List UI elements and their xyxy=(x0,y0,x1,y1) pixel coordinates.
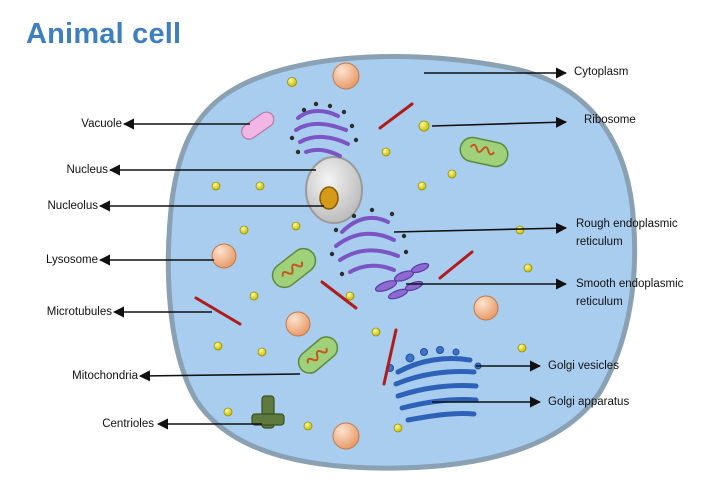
label-cytoplasm: Cytoplasm xyxy=(574,66,629,78)
vacuole xyxy=(241,111,275,140)
label-ribosome: Ribosome xyxy=(584,114,636,126)
microtubules xyxy=(194,102,474,386)
rough-er-top-ribosomes xyxy=(289,101,359,155)
label-rough-er-line1: Rough endoplasmic xyxy=(576,218,678,230)
pointer-lines-right xyxy=(393,67,568,408)
mitochondrion-2 xyxy=(271,247,317,289)
rough-er xyxy=(334,215,400,274)
label-golgi-apparatus: Golgi apparatus xyxy=(548,396,630,408)
mitochondrion-3 xyxy=(297,336,339,374)
label-centrioles: Centrioles xyxy=(102,418,154,430)
lysosomes xyxy=(211,62,499,450)
pointer-lines-left xyxy=(98,118,324,430)
label-smooth-er-line1: Smooth endoplasmic xyxy=(576,278,684,290)
label-mitochondria: Mitochondria xyxy=(72,370,138,382)
label-golgi-vesicles: Golgi vesicles xyxy=(548,360,619,372)
label-lysosome: Lysosome xyxy=(46,254,98,266)
ribosomes xyxy=(211,77,533,433)
label-rough-er-line2: reticulum xyxy=(576,236,623,248)
label-vacuole: Vacuole xyxy=(81,118,122,130)
label-smooth-er-line2: reticulum xyxy=(576,296,623,308)
label-microtubules: Microtubules xyxy=(46,306,112,318)
diagram-title: Animal cell xyxy=(26,18,182,50)
label-nucleolus: Nucleolus xyxy=(47,200,99,212)
mitochondrion-1 xyxy=(459,136,509,168)
nucleolus xyxy=(319,186,339,210)
golgi-apparatus xyxy=(393,356,479,423)
label-nucleus: Nucleus xyxy=(66,164,108,176)
rough-er-top xyxy=(294,109,350,158)
centrioles xyxy=(251,395,285,429)
rough-er-ribosomes xyxy=(329,207,409,277)
